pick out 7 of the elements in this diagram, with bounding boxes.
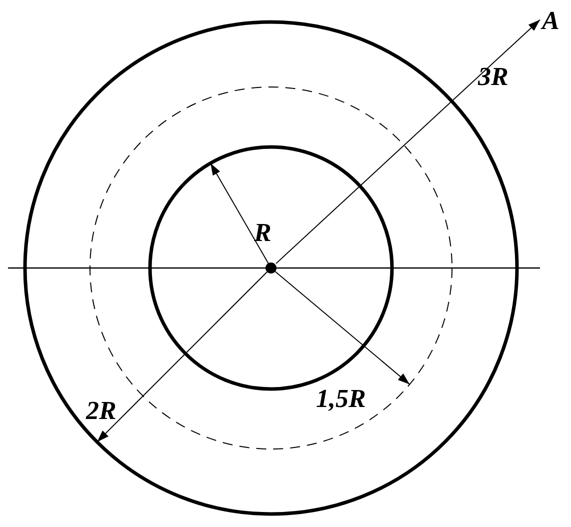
dimension-label: 2R xyxy=(86,398,116,424)
arrow xyxy=(276,19,540,264)
point-label: A xyxy=(542,8,560,34)
dimension-label: R xyxy=(254,220,272,246)
dimension-label: 1,5R xyxy=(316,386,366,412)
center-point xyxy=(266,262,276,274)
dimension-label: 3R xyxy=(478,64,508,90)
